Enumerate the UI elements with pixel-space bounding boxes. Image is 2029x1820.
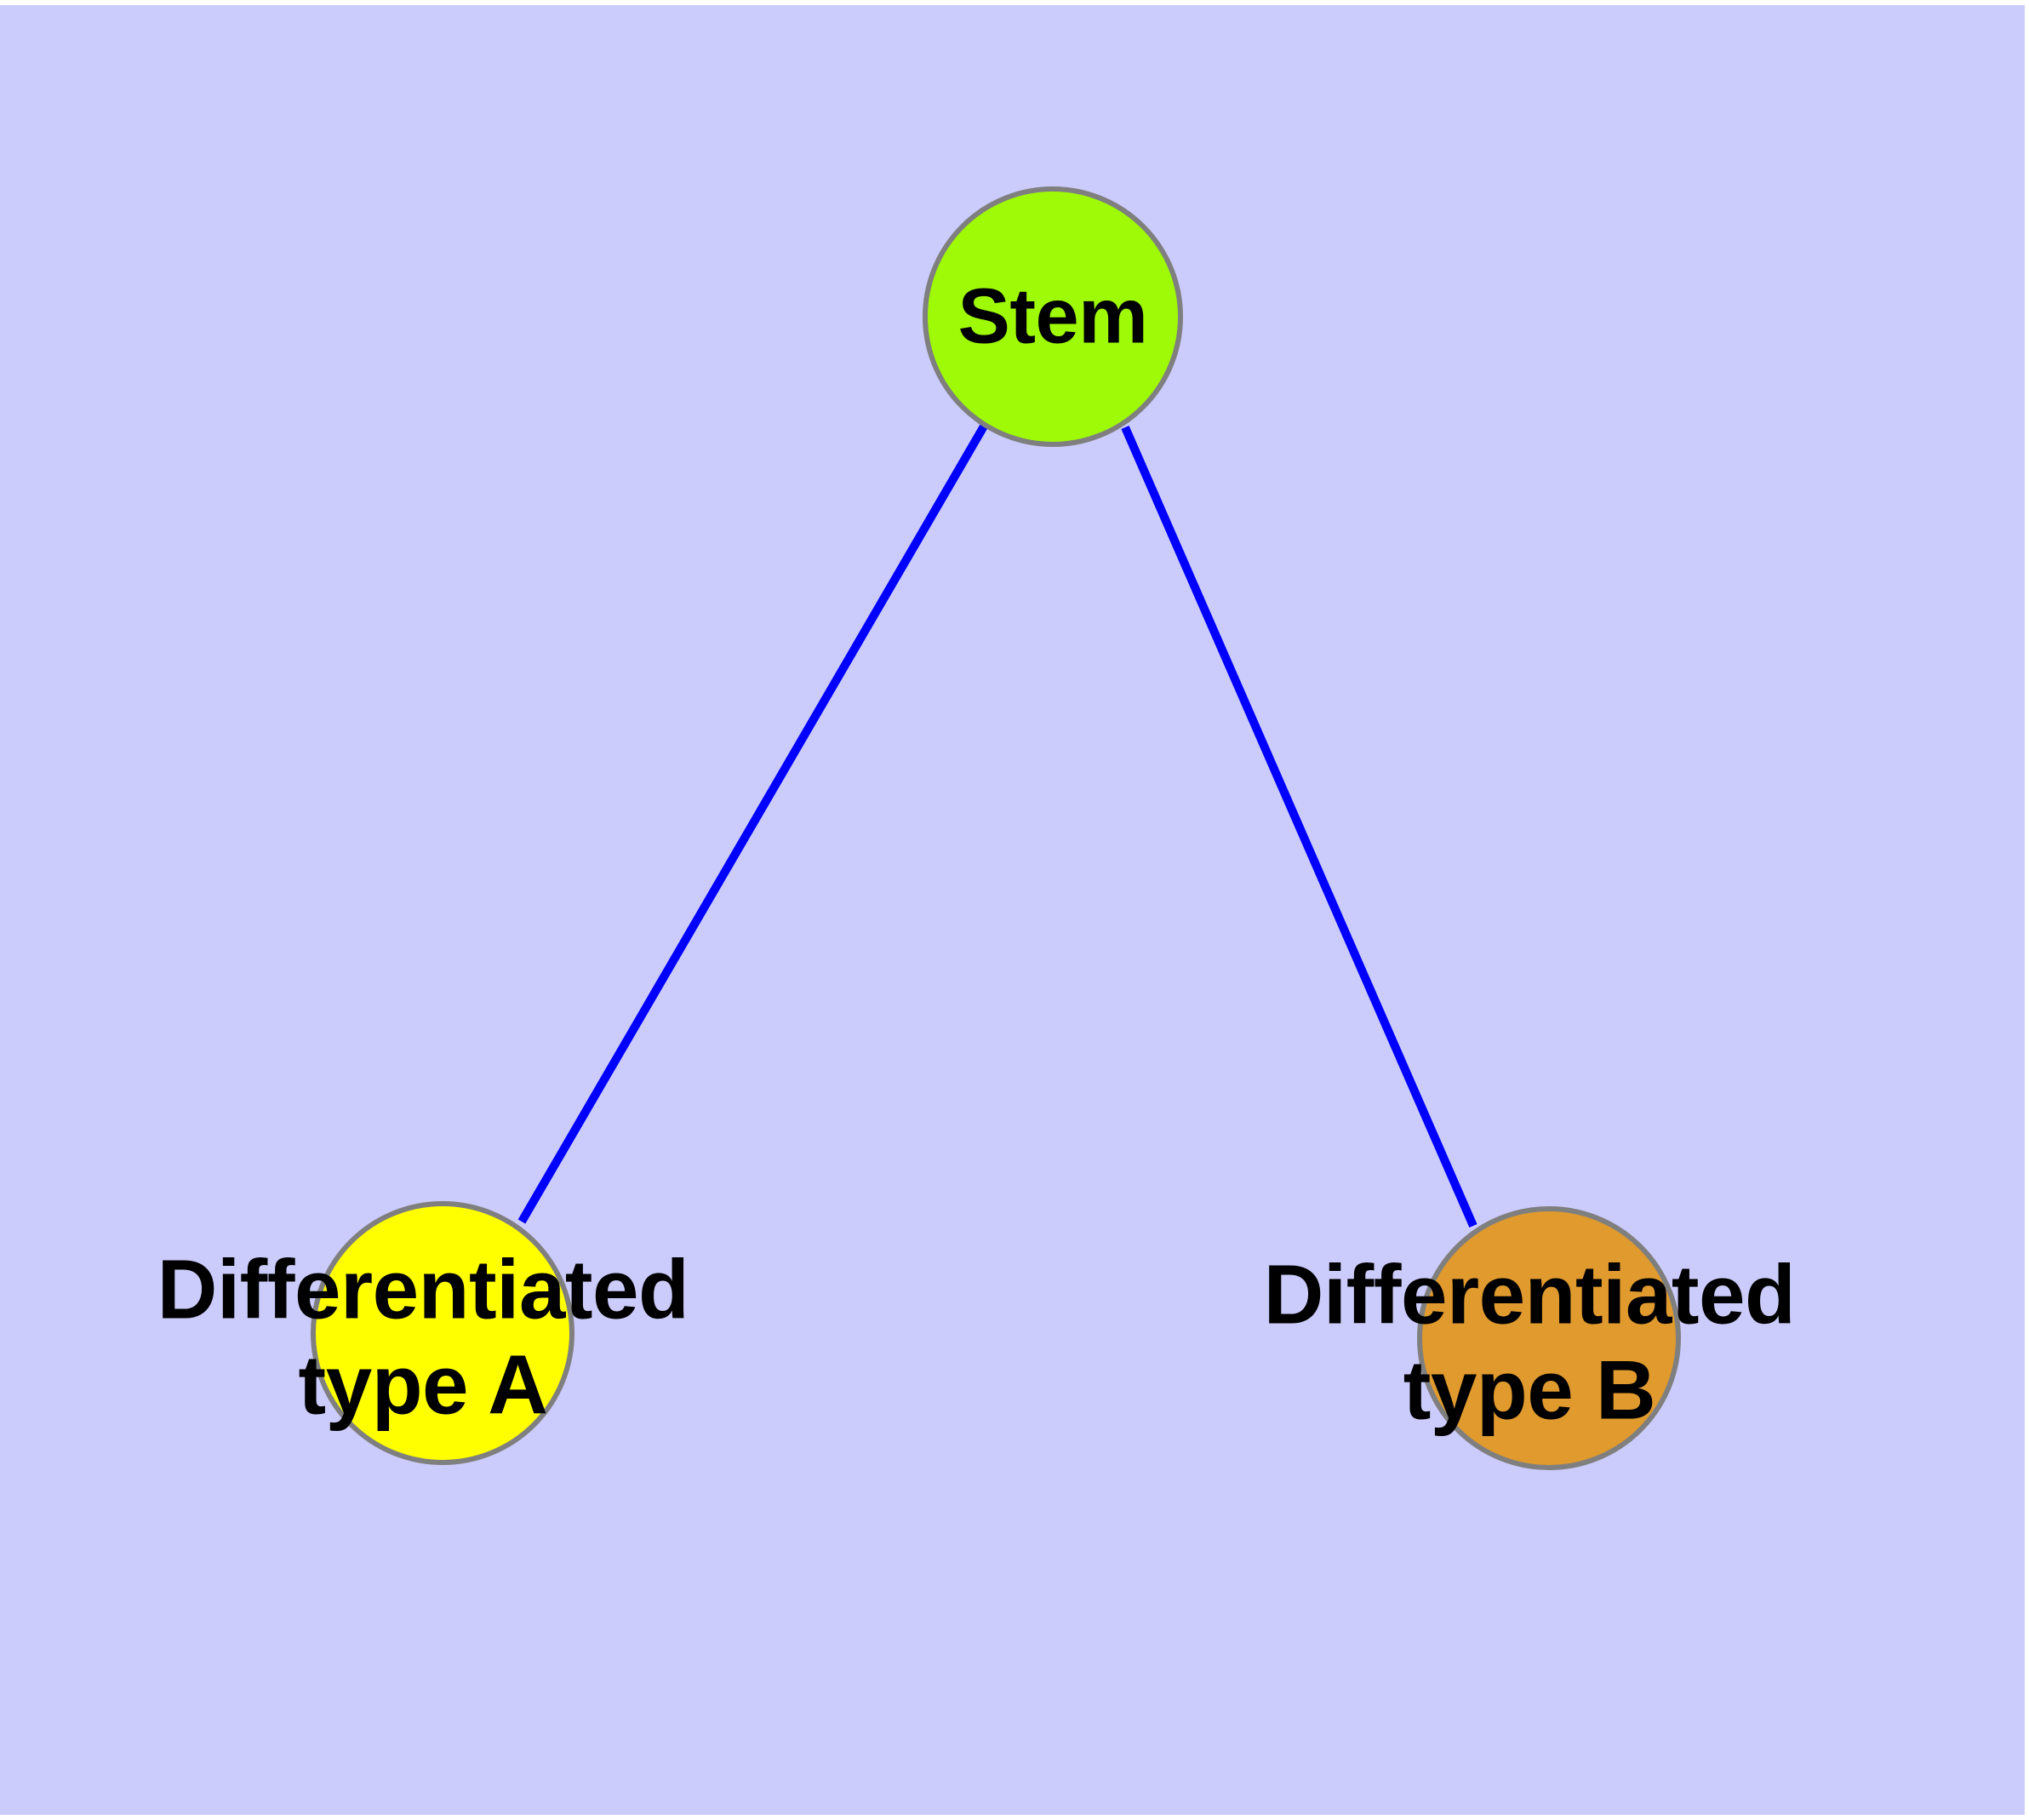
edge-stem-to-type-b[interactable] (1121, 426, 1477, 1228)
edge-stem-to-type-a[interactable] (517, 422, 989, 1224)
edge-layer (517, 422, 1477, 1228)
node-layer (311, 186, 1681, 1470)
node-differentiated-type-a[interactable] (311, 1201, 574, 1465)
node-stem[interactable] (923, 186, 1183, 447)
node-differentiated-type-b[interactable] (1417, 1206, 1681, 1470)
